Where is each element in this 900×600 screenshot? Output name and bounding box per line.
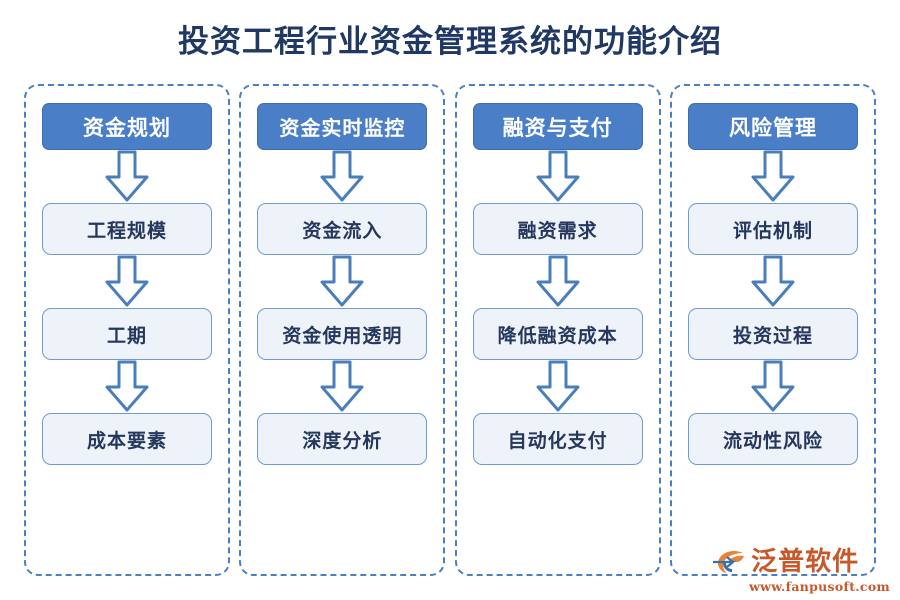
arrow-down-icon — [104, 255, 150, 308]
column-step-3-3[interactable]: 自动化支付 — [472, 413, 643, 465]
column-header-3[interactable]: 融资与支付 — [472, 103, 643, 150]
arrow-down-icon — [535, 255, 581, 308]
arrow-down-icon — [319, 255, 365, 308]
column-panel-1: 资金规划 工程规模 工期 成本要素 — [24, 84, 230, 576]
arrow-down-icon — [104, 360, 150, 413]
column-step-2-3[interactable]: 深度分析 — [257, 413, 428, 465]
arrow-down-icon — [750, 255, 796, 308]
column-step-4-2[interactable]: 投资过程 — [687, 308, 858, 360]
column-panel-4: 风险管理 评估机制 投资过程 流动性风险 — [669, 84, 876, 576]
column-step-2-2[interactable]: 资金使用透明 — [257, 308, 428, 360]
column-header-4[interactable]: 风险管理 — [687, 103, 858, 150]
column-step-1-3[interactable]: 成本要素 — [42, 413, 212, 465]
arrow-down-icon — [750, 150, 796, 203]
arrow-down-icon — [535, 150, 581, 203]
page-title: 投资工程行业资金管理系统的功能介绍 — [178, 24, 722, 60]
column-header-2[interactable]: 资金实时监控 — [257, 103, 428, 150]
column-step-1-1[interactable]: 工程规模 — [42, 203, 212, 255]
column-step-3-1[interactable]: 融资需求 — [472, 203, 643, 255]
brand-watermark: 泛普软件 www.fanpusoft.com — [713, 546, 890, 594]
brand-row: 泛普软件 — [713, 547, 859, 577]
column-step-2-1[interactable]: 资金流入 — [257, 203, 428, 255]
column-panel-2: 资金实时监控 资金流入 资金使用透明 深度分析 — [239, 84, 446, 576]
arrow-down-icon — [535, 360, 581, 413]
flow-columns: 资金规划 工程规模 工期 成本要素 资金实时监控 — [24, 84, 876, 576]
column-step-1-2[interactable]: 工期 — [42, 308, 212, 360]
column-step-4-3[interactable]: 流动性风险 — [687, 413, 858, 465]
arrow-down-icon — [750, 360, 796, 413]
fanpu-logo-icon — [713, 547, 747, 577]
column-step-3-2[interactable]: 降低融资成本 — [472, 308, 643, 360]
arrow-down-icon — [319, 360, 365, 413]
column-step-4-1[interactable]: 评估机制 — [687, 203, 858, 255]
column-panel-3: 融资与支付 融资需求 降低融资成本 自动化支付 — [454, 84, 661, 576]
arrow-down-icon — [104, 150, 150, 203]
brand-url: www.fanpusoft.com — [749, 578, 890, 594]
arrow-down-icon — [319, 150, 365, 203]
brand-name: 泛普软件 — [751, 546, 860, 577]
column-header-1[interactable]: 资金规划 — [42, 103, 212, 150]
